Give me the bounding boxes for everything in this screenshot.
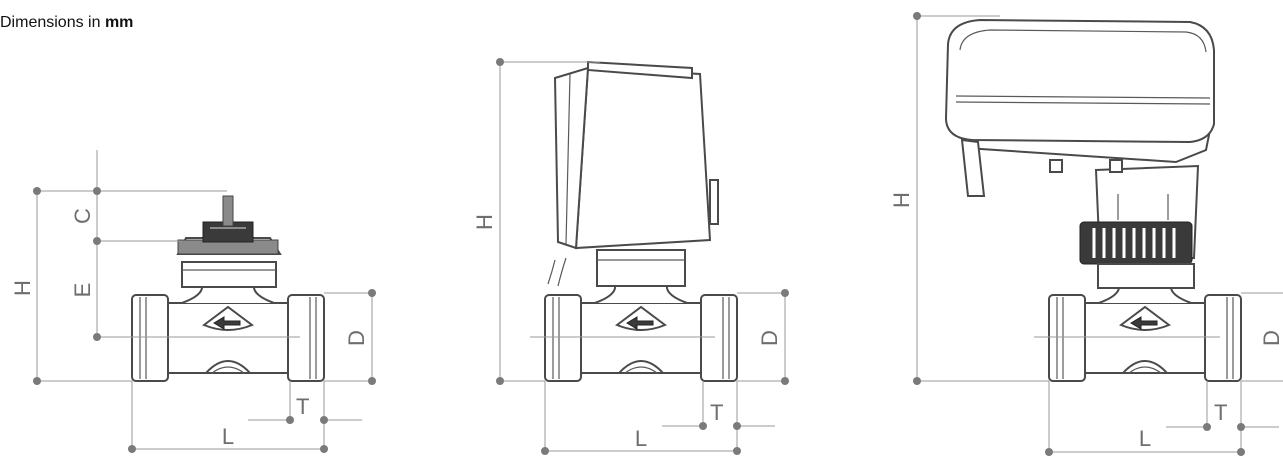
- view-1-label-D: D: [344, 330, 369, 346]
- valve-2-body: [544, 284, 738, 382]
- view-2-label-T: T: [710, 400, 723, 425]
- view-3-label-D: D: [1259, 330, 1283, 346]
- valve-view-1: H C E D T L: [10, 150, 376, 453]
- view-1-label-T: T: [296, 394, 309, 419]
- view-3-label-L: L: [1139, 426, 1151, 451]
- valve-1-body: [131, 284, 325, 382]
- valve-3-body: [1048, 284, 1242, 382]
- valve-1-head: [176, 195, 282, 288]
- view-2-label-L: L: [635, 426, 647, 451]
- view-2-label-D: D: [757, 330, 782, 346]
- view-1-label-L: L: [222, 424, 234, 449]
- valve-3-actuator: [944, 18, 1215, 289]
- view-3-label-T: T: [1214, 400, 1227, 425]
- view-3-label-H: H: [889, 192, 914, 208]
- valve-view-2: H D T L: [472, 58, 789, 455]
- view-2-label-H: H: [472, 214, 497, 230]
- view-1-label-C: C: [70, 208, 95, 224]
- valve-3-dimensions: [913, 12, 1283, 456]
- caption-unit: mm: [104, 14, 134, 31]
- valve-2-actuator: [547, 60, 719, 287]
- view-1-label-H: H: [10, 280, 35, 296]
- valve-1-dimensions: [33, 150, 376, 453]
- caption-prefix: Dimensions in: [0, 14, 105, 31]
- valve-view-3: H D T L: [889, 12, 1283, 456]
- dimensions-caption: Dimensions in mm: [0, 14, 133, 32]
- view-1-label-E: E: [70, 283, 95, 298]
- valve-2-dimensions: [496, 58, 789, 455]
